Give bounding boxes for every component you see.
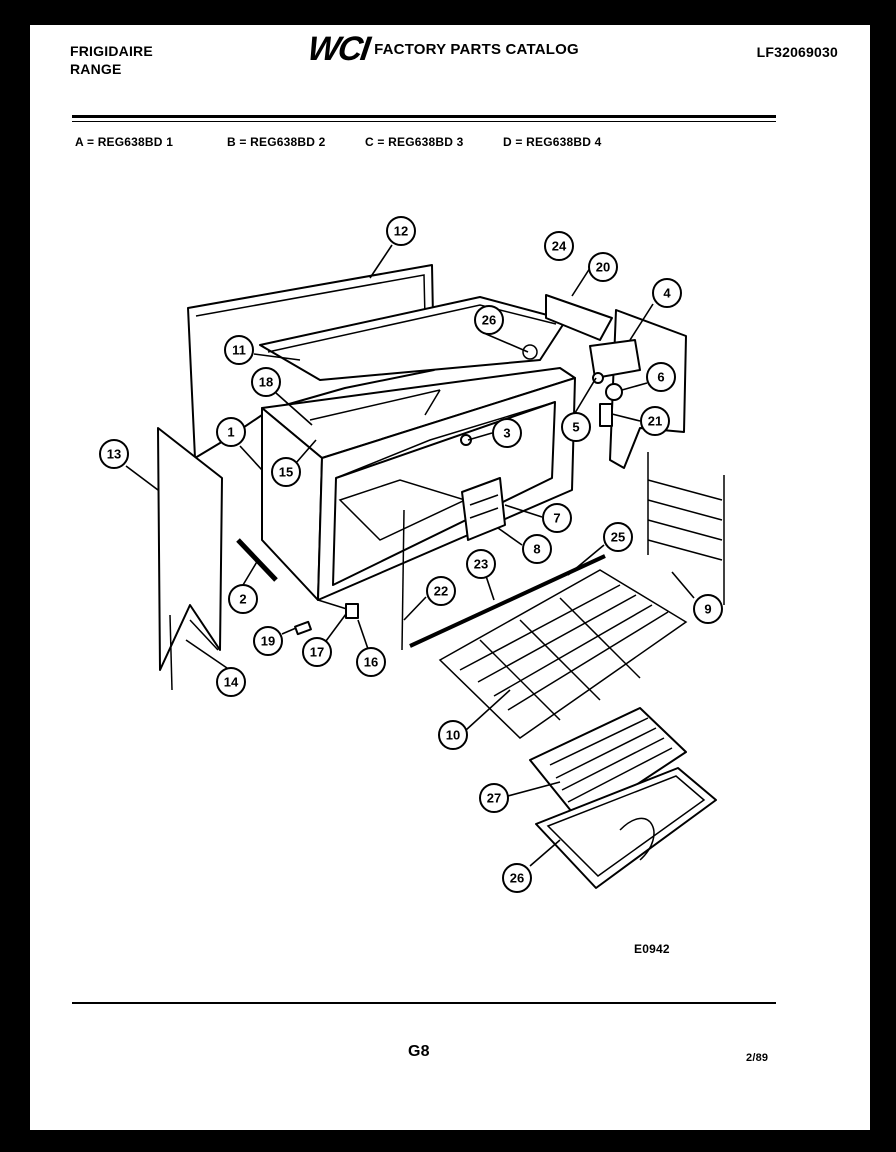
svg-text:21: 21 (648, 414, 662, 429)
catalog-header: WCI FACTORY PARTS CATALOG (305, 30, 579, 69)
svg-text:18: 18 (259, 375, 273, 390)
svg-text:23: 23 (474, 557, 488, 572)
callout-20: 20 (588, 252, 618, 282)
model-list: A = REG638BD 1 B = REG638BD 2 C = REG638… (75, 135, 602, 149)
svg-text:25: 25 (611, 530, 625, 545)
callout-3: 3 (492, 418, 522, 448)
callout-17: 17 (302, 637, 332, 667)
catalog-title: FACTORY PARTS CATALOG (374, 41, 579, 58)
diagram-code: E0942 (634, 942, 670, 956)
product-type: RANGE (70, 61, 122, 77)
callout-22: 22 (426, 576, 456, 606)
svg-text:4: 4 (663, 286, 671, 301)
part-screw (294, 620, 312, 636)
callout-7: 7 (542, 503, 572, 533)
callout-19: 19 (253, 626, 283, 656)
callout-4: 4 (652, 278, 682, 308)
callout-13: 13 (99, 439, 129, 469)
svg-text:11: 11 (232, 343, 246, 358)
callout-12: 12 (386, 216, 416, 246)
svg-text:1: 1 (227, 425, 234, 440)
callout-9: 9 (693, 594, 723, 624)
svg-text:15: 15 (279, 465, 293, 480)
part-fastener (460, 434, 472, 446)
callout-21: 21 (640, 406, 670, 436)
callout-16: 16 (356, 647, 386, 677)
callout-6: 6 (646, 362, 676, 392)
date-code: 2/89 (746, 1052, 769, 1064)
part-oven-rack (438, 569, 688, 739)
footer-rule (72, 1002, 776, 1004)
part-oven-cavity (261, 367, 576, 611)
callout-leaders (125, 244, 695, 867)
part-broiler-grid (529, 707, 687, 823)
svg-text:3: 3 (503, 426, 510, 441)
part-clip (345, 603, 359, 619)
part-rack-guide (647, 452, 725, 605)
callout-10: 10 (438, 720, 468, 750)
svg-text:5: 5 (572, 420, 579, 435)
callout-8: 8 (522, 534, 552, 564)
model-d: D = REG638BD 4 (503, 135, 602, 149)
callout-11: 11 (224, 335, 254, 365)
part-broiler-pan (535, 767, 717, 889)
callout-15: 15 (271, 457, 301, 487)
model-b: B = REG638BD 2 (227, 135, 326, 149)
callout-2: 2 (228, 584, 258, 614)
svg-text:20: 20 (596, 260, 610, 275)
svg-text:24: 24 (552, 239, 567, 254)
callout-25: 25 (603, 522, 633, 552)
callout-26-top: 26 (474, 305, 504, 335)
part-side-panel (157, 427, 223, 691)
part-trim-strip (236, 538, 278, 582)
svg-text:13: 13 (107, 447, 121, 462)
svg-text:22: 22 (434, 584, 448, 599)
part-vent (461, 477, 506, 541)
header-rule (72, 115, 776, 118)
svg-text:10: 10 (446, 728, 460, 743)
callout-14: 14 (216, 667, 246, 697)
callout-26-pan: 26 (502, 863, 532, 893)
callout-5: 5 (561, 412, 591, 442)
header-rule-thin (72, 121, 776, 122)
callout-24: 24 (544, 231, 574, 261)
svg-text:9: 9 (704, 602, 711, 617)
model-a: A = REG638BD 1 (75, 135, 174, 149)
svg-text:26: 26 (482, 313, 496, 328)
svg-text:2: 2 (239, 592, 246, 607)
svg-text:27: 27 (487, 791, 501, 806)
svg-text:17: 17 (310, 645, 324, 660)
callout-27: 27 (479, 783, 509, 813)
catalog-number: LF32069030 (756, 44, 838, 60)
part-rod (401, 509, 405, 651)
callout-18: 18 (251, 367, 281, 397)
svg-text:7: 7 (553, 511, 560, 526)
svg-text:8: 8 (533, 542, 540, 557)
callout-23: 23 (466, 549, 496, 579)
callout-1: 1 (216, 417, 246, 447)
svg-text:14: 14 (224, 675, 239, 690)
svg-text:26: 26 (510, 871, 524, 886)
svg-text:16: 16 (364, 655, 378, 670)
svg-text:6: 6 (657, 370, 664, 385)
svg-text:12: 12 (394, 224, 408, 239)
brand-block: FRIGIDAIRE RANGE (70, 42, 153, 78)
svg-text:19: 19 (261, 634, 275, 649)
model-c: C = REG638BD 3 (365, 135, 464, 149)
brand-name: FRIGIDAIRE (70, 43, 153, 59)
page-code: G8 (408, 1043, 430, 1060)
